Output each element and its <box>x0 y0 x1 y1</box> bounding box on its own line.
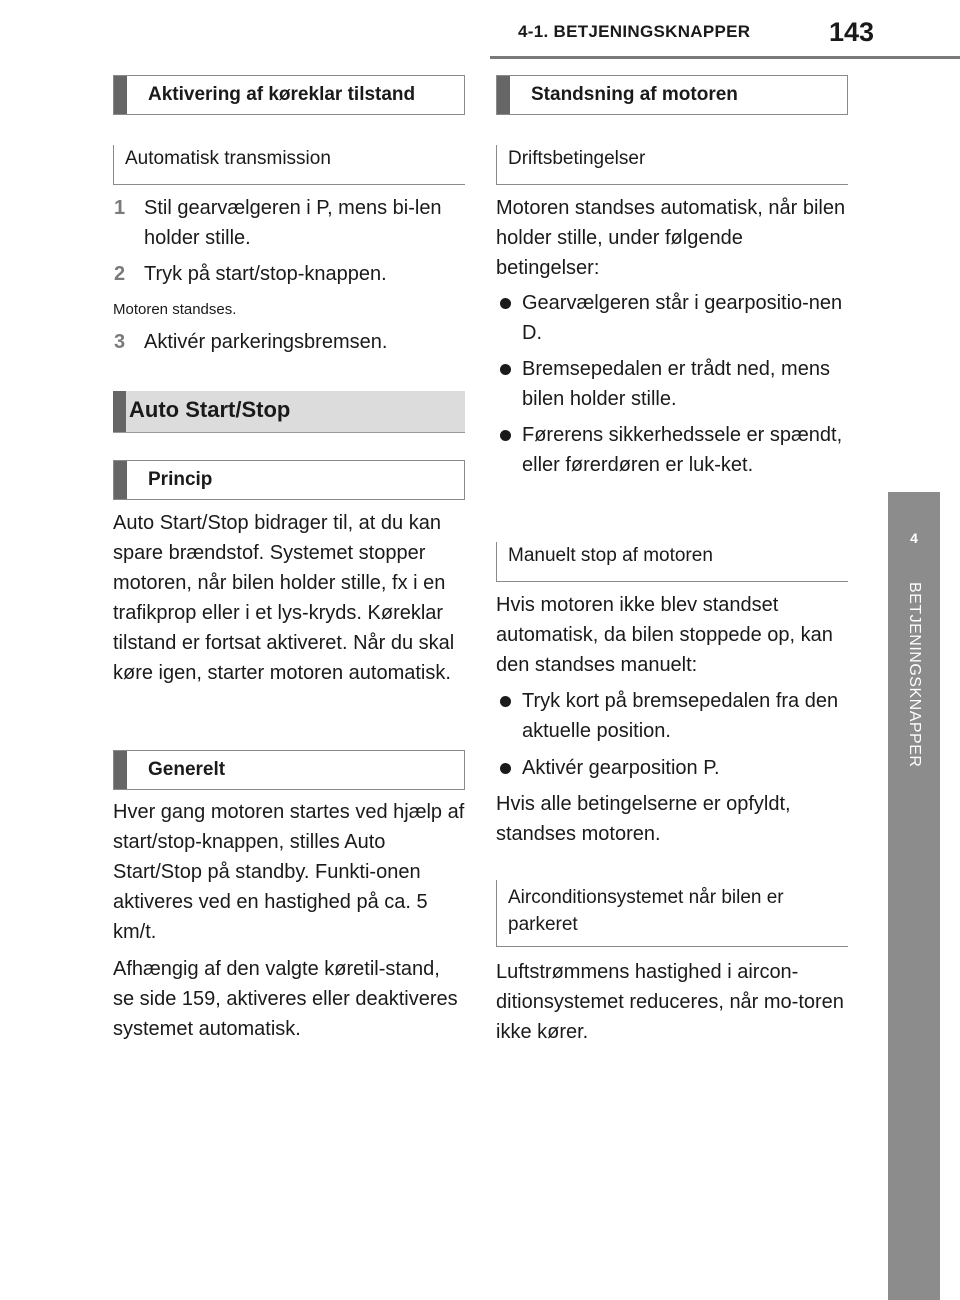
principle-heading: Princip <box>148 469 213 490</box>
step-2: 2 Tryk på start/stop-knappen. <box>113 259 465 289</box>
condition-text: Førerens sikkerhedssele er spændt, eller… <box>522 424 843 476</box>
heading-marker <box>114 461 127 499</box>
ac-subhead-label: Airconditionsystemet når bilen er parker… <box>508 887 784 935</box>
step-3: 3 Aktivér parkeringsbremsen. <box>113 327 465 357</box>
operating-conditions-subhead: Driftsbetingelser <box>496 145 848 185</box>
step-number: 3 <box>114 331 126 353</box>
manual-step-text: Tryk kort på bremsepedalen fra den aktue… <box>522 690 839 742</box>
condition-item: Førerens sikkerhedssele er spændt, eller… <box>496 420 848 480</box>
general-paragraph-1: Hver gang motoren startes ved hjælp af s… <box>113 801 465 943</box>
engine-stopped-note: Motoren standses. <box>113 301 237 318</box>
ac-subhead: Airconditionsystemet når bilen er parker… <box>496 880 848 947</box>
step-text: Aktivér parkeringsbremsen. <box>144 331 388 353</box>
step-number: 1 <box>114 197 126 219</box>
manual-stop-label: Manuelt stop af motoren <box>508 545 713 566</box>
section-title: 4-1. BETJENINGSKNAPPER <box>518 22 751 41</box>
heading-marker <box>114 751 127 789</box>
manual-step-item: Tryk kort på bremsepedalen fra den aktue… <box>496 686 848 746</box>
general-heading: Generelt <box>148 759 226 780</box>
bullet-dot-icon <box>500 696 511 707</box>
principle-paragraph: Auto Start/Stop bidrager til, at du kan … <box>113 512 455 684</box>
automatic-transmission-subhead: Automatisk transmission <box>113 145 465 185</box>
activation-heading-box: Aktivering af køreklar tilstand <box>113 75 465 115</box>
stop-heading: Standsning af motoren <box>531 84 738 105</box>
step-text: Tryk på start/stop-knappen. <box>144 263 387 285</box>
manual-step-item: Aktivér gearposition P. <box>496 753 848 783</box>
autostartstop-heading-box: Auto Start/Stop <box>113 391 465 433</box>
heading-marker <box>114 76 127 114</box>
step-number: 2 <box>114 263 126 285</box>
automatic-transmission-label: Automatisk transmission <box>125 148 331 169</box>
condition-item: Bremsepedalen er trådt ned, mens bilen h… <box>496 354 848 414</box>
manual-stop-subhead: Manuelt stop af motoren <box>496 542 848 582</box>
step-text: Stil gearvælgeren i P, mens bi-len holde… <box>144 197 442 249</box>
bullet-dot-icon <box>500 763 511 774</box>
principle-heading-box: Princip <box>113 460 465 500</box>
heading-marker <box>497 76 510 114</box>
page-number: 143 <box>829 17 875 47</box>
chapter-label: BETJENINGSKNAPPER <box>906 582 923 768</box>
bullet-dot-icon <box>500 298 511 309</box>
general-heading-box: Generelt <box>113 750 465 790</box>
bullet-dot-icon <box>500 364 511 375</box>
autostartstop-heading: Auto Start/Stop <box>129 397 291 422</box>
ac-paragraph: Luftstrømmens hastighed i aircon-ditions… <box>496 961 844 1043</box>
chapter-side-tab[interactable]: 4 BETJENINGSKNAPPER <box>888 492 940 1300</box>
conditions-intro: Motoren standses automatisk, når bilen h… <box>496 197 846 279</box>
stop-heading-box: Standsning af motoren <box>496 75 848 115</box>
manual-result: Hvis alle betingelserne er opfyldt, stan… <box>496 793 791 845</box>
chapter-number: 4 <box>910 530 918 546</box>
condition-item: Gearvælgeren står i gearpositio-nen D. <box>496 288 848 348</box>
activation-heading: Aktivering af køreklar tilstand <box>148 84 416 105</box>
condition-text: Gearvælgeren står i gearpositio-nen D. <box>522 292 843 344</box>
condition-text: Bremsepedalen er trådt ned, mens bilen h… <box>522 358 830 410</box>
general-paragraph-2: Afhængig af den valgte køretil-stand, se… <box>113 958 458 1040</box>
operating-conditions-label: Driftsbetingelser <box>508 148 646 169</box>
bullet-dot-icon <box>500 430 511 441</box>
manual-intro: Hvis motoren ikke blev standset automati… <box>496 594 833 676</box>
manual-step-text: Aktivér gearposition P. <box>522 757 720 779</box>
header-divider <box>490 56 960 59</box>
step-1: 1 Stil gearvælgeren i P, mens bi-len hol… <box>113 193 465 253</box>
heading-marker <box>113 391 126 432</box>
